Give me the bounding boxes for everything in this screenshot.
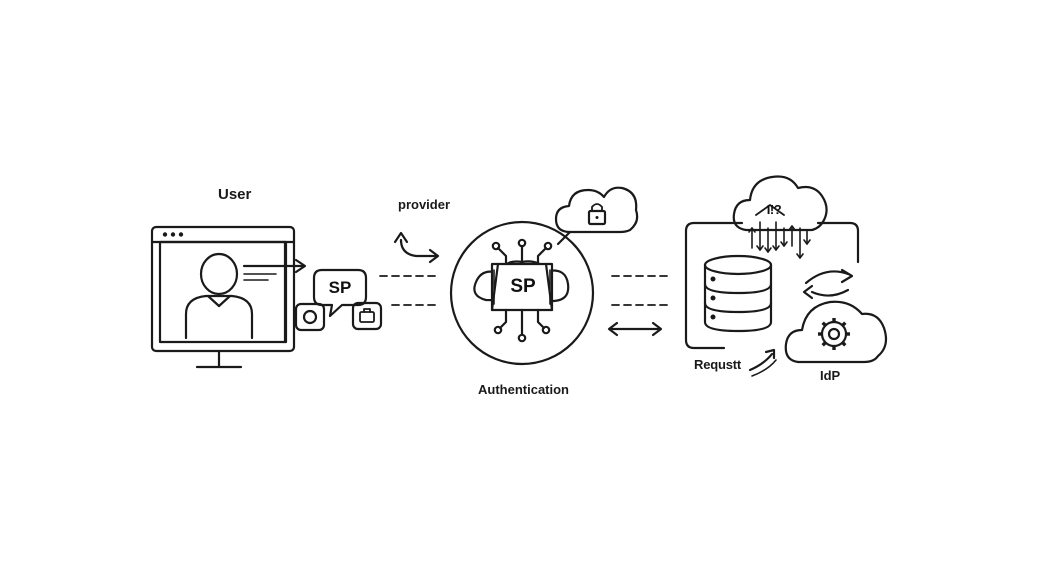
chat-bubble-icon bbox=[312, 268, 368, 318]
monitor-user-icon bbox=[150, 225, 296, 369]
gear-cloud-icon bbox=[784, 300, 888, 364]
authentication-label: Authentication bbox=[478, 382, 569, 397]
cloud-glyph-text: I!? bbox=[766, 202, 782, 217]
bidirectional-arrow-icon bbox=[607, 321, 663, 337]
sync-arrows-icon bbox=[802, 268, 854, 300]
user-label: User bbox=[218, 186, 252, 203]
connector-dashes-left bbox=[379, 275, 441, 306]
data-cloud-icon bbox=[732, 175, 828, 259]
request-label: Requstt bbox=[694, 357, 741, 372]
sp-badge-small: SP bbox=[328, 278, 352, 297]
lock-cloud-icon bbox=[554, 186, 639, 246]
request-arrow-icon bbox=[748, 348, 777, 377]
arrow-right-icon bbox=[242, 258, 307, 281]
briefcase-icon bbox=[351, 301, 383, 331]
database-icon bbox=[703, 254, 773, 333]
connector-dashes-right bbox=[611, 275, 673, 306]
idp-label: IdP bbox=[820, 368, 841, 383]
camera-icon bbox=[294, 302, 326, 332]
provider-label: provider bbox=[398, 197, 451, 212]
curved-arrow-icon bbox=[393, 231, 440, 264]
idp-frame bbox=[684, 221, 860, 350]
sp-hub-icon bbox=[449, 220, 595, 366]
sp-badge-hub: SP bbox=[510, 276, 536, 297]
